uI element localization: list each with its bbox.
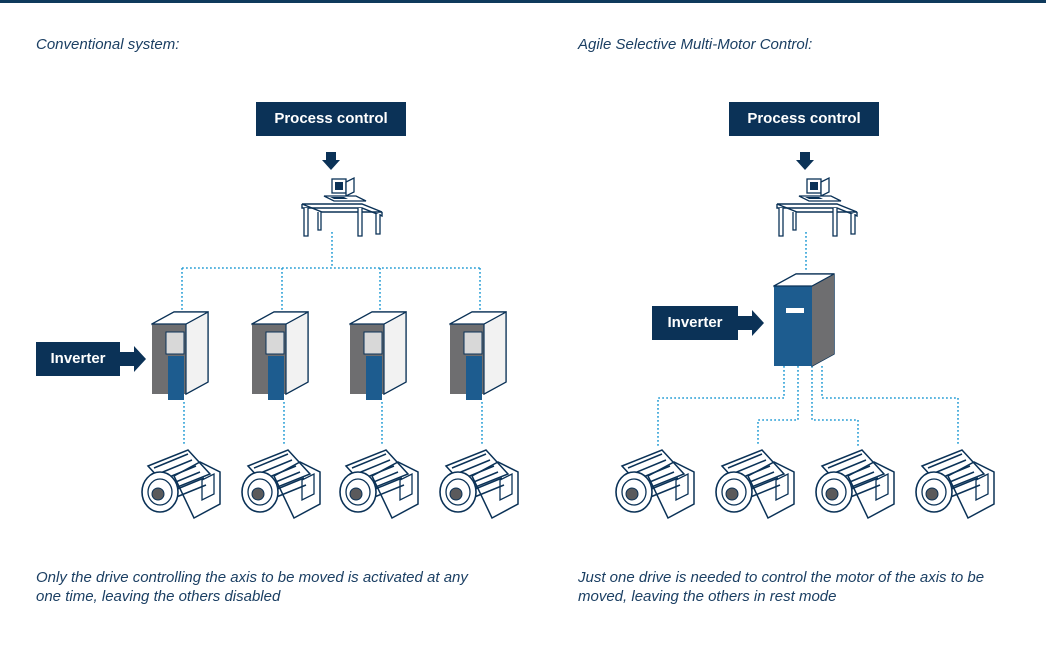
left-inverter-icon-3 (349, 311, 407, 401)
right-motor-icon-2 (715, 449, 795, 519)
right-inverter-arrow (738, 310, 764, 336)
left-motor-icon-4 (439, 449, 519, 519)
left-motor-icon-2 (241, 449, 321, 519)
right-heading: Agile Selective Multi-Motor Control: (578, 36, 813, 53)
left-process-arrow (322, 152, 340, 170)
right-caption: Just one drive is needed to control the … (578, 569, 985, 605)
right-process-arrow (796, 152, 814, 170)
right-inverter-label: Inverter (652, 306, 738, 340)
left-inverter-label: Inverter (36, 342, 120, 376)
right-computer-icon (776, 177, 858, 237)
left-process-control-label: Process control (256, 102, 406, 136)
right-motor-icon-3 (815, 449, 895, 519)
left-inverter-icon-2 (251, 311, 309, 401)
right-motor-icon-4 (915, 449, 995, 519)
left-connectors (181, 232, 483, 446)
left-heading: Conventional system: (36, 36, 180, 53)
left-inverter-arrow (120, 346, 146, 372)
left-motor-icon-3 (339, 449, 419, 519)
right-connectors (657, 232, 959, 446)
right-process-control-label: Process control (729, 102, 879, 136)
left-inverter-icon-1 (151, 311, 209, 401)
left-caption: Only the drive controlling the axis to b… (36, 569, 468, 605)
top-rule (0, 0, 1046, 3)
left-computer-icon (301, 177, 383, 237)
right-motor-icon-1 (615, 449, 695, 519)
right-inverter-icon (773, 273, 835, 367)
left-motor-icon-1 (141, 449, 221, 519)
left-inverter-icon-4 (449, 311, 507, 401)
